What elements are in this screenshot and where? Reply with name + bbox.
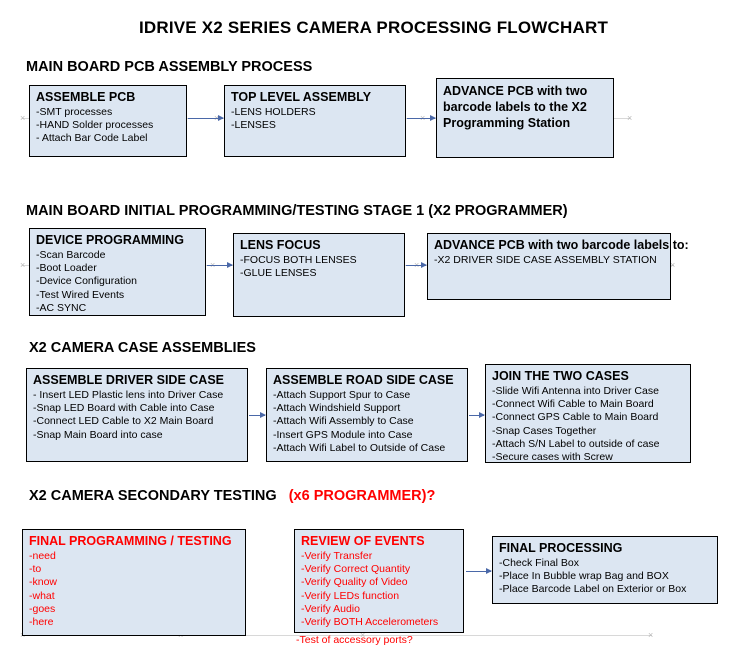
box-line: -Attach Wifi Assembly to Case	[273, 415, 414, 428]
box-title: TOP LEVEL ASSEMBLY	[231, 90, 372, 104]
box-line: -Verify Quality of Video	[301, 576, 408, 589]
box-title: FINAL PROCESSING	[499, 541, 623, 555]
box-line: -Attach Windshield Support	[273, 402, 401, 415]
box-title: ASSEMBLE DRIVER SIDE CASE	[33, 373, 225, 387]
section-heading-initial-programming: MAIN BOARD INITIAL PROGRAMMING/TESTING S…	[26, 203, 568, 219]
box-line: -Device Configuration	[36, 275, 137, 288]
connector-arrow	[407, 115, 436, 122]
box-line: -Scan Barcode	[36, 249, 106, 261]
x-mark-icon: ×	[670, 260, 676, 270]
box-final-processing[interactable]: FINAL PROCESSING -Check Final Box -Place…	[492, 536, 718, 604]
box-line: -Connect Wifi Cable to Main Board	[492, 398, 654, 411]
box-line: -Verify Audio	[301, 602, 360, 615]
box-assemble-driver-side-case[interactable]: ASSEMBLE DRIVER SIDE CASE - Insert LED P…	[26, 368, 248, 462]
box-line: -what	[29, 589, 55, 602]
section-heading-pcb-assembly: MAIN BOARD PCB ASSEMBLY PROCESS	[26, 59, 312, 75]
box-line: -Snap Main Board into case	[33, 428, 163, 441]
box-assemble-road-side-case[interactable]: ASSEMBLE ROAD SIDE CASE -Attach Support …	[266, 368, 468, 462]
box-line: -need	[29, 550, 56, 562]
box-line: - Attach Bar Code Label	[36, 132, 148, 145]
box-title: FINAL PROGRAMMING / TESTING	[29, 534, 232, 548]
box-line: -Secure cases with Screw	[492, 451, 613, 464]
box-line: -to	[29, 563, 42, 576]
connector-arrow	[469, 412, 485, 419]
box-line: -LENSES	[231, 119, 276, 132]
guide-line	[22, 635, 652, 636]
box-line: -Connect LED Cable to X2 Main Board	[33, 415, 214, 428]
section-heading-note: (x6 PROGRAMMER)?	[288, 488, 436, 504]
box-line: -LENS HOLDERS	[231, 106, 316, 118]
box-title: ADVANCE PCB with two barcode labels to t…	[443, 84, 588, 130]
box-line: -goes	[29, 602, 56, 615]
section-heading-text: X2 CAMERA CASE ASSEMBLIES	[29, 340, 256, 356]
box-line: -Slide Wifi Antenna into Driver Case	[492, 385, 659, 397]
connector-arrow	[207, 262, 233, 269]
section-heading-case-assemblies: X2 CAMERA CASE ASSEMBLIES	[29, 340, 256, 356]
box-final-programming-testing[interactable]: FINAL PROGRAMMING / TESTING -need -to -k…	[22, 529, 246, 636]
connector-arrow	[466, 568, 492, 575]
x-mark-icon: ×	[627, 113, 633, 123]
page-title: IDRIVE X2 SERIES CAMERA PROCESSING FLOWC…	[138, 18, 609, 37]
box-line: -Snap Cases Together	[492, 424, 597, 437]
box-line: -Verify LEDs function	[301, 589, 400, 602]
section-heading-text: MAIN BOARD PCB ASSEMBLY PROCESS	[26, 59, 313, 75]
box-device-programming[interactable]: DEVICE PROGRAMMING -Scan Barcode -Boot L…	[29, 228, 206, 316]
box-line: -Insert GPS Module into Case	[273, 428, 413, 441]
box-line: -Connect GPS Cable to Main Board	[492, 411, 659, 424]
box-line: -AC SYNC	[36, 301, 87, 314]
box-line: -Verify Correct Quantity	[301, 563, 411, 576]
box-lens-focus[interactable]: LENS FOCUS -FOCUS BOTH LENSES -GLUE LENS…	[233, 233, 405, 317]
box-line: - Insert LED Plastic lens into Driver Ca…	[33, 389, 224, 401]
box-line: -GLUE LENSES	[240, 267, 317, 280]
box-line: -HAND Solder processes	[36, 119, 154, 132]
box-line: -Test Wired Events	[36, 288, 125, 301]
box-line: -X2 DRIVER SIDE CASE ASSEMBLY STATION	[434, 254, 657, 266]
box-line-overflow: -Test of accessory ports?	[296, 634, 413, 646]
x-mark-icon: ×	[360, 630, 366, 640]
box-title: ASSEMBLE ROAD SIDE CASE	[273, 373, 454, 387]
box-assemble-pcb[interactable]: ASSEMBLE PCB -SMT processes -HAND Solder…	[29, 85, 187, 157]
connector-arrow	[188, 115, 224, 122]
section-heading-secondary-testing: X2 CAMERA SECONDARY TESTING (x6 PROGRAMM…	[29, 488, 435, 504]
box-line: -Boot Loader	[36, 262, 97, 275]
box-line: -here	[29, 616, 54, 629]
box-title: JOIN THE TWO CASES	[492, 369, 629, 383]
connector-arrow	[406, 262, 427, 269]
x-mark-icon: ×	[20, 260, 26, 270]
box-advance-pcb-driver-side[interactable]: ADVANCE PCB with two barcode labels to: …	[427, 233, 689, 300]
box-line: -Attach Support Spur to Case	[273, 389, 411, 401]
box-line: -Attach Wifi Label to Outside of Case	[273, 441, 446, 454]
box-line: -Check Final Box	[499, 557, 579, 569]
box-line: -Place Barcode Label on Exterior or Box	[499, 583, 687, 596]
box-line: -Snap LED Board with Cable into Case	[33, 402, 215, 415]
box-line: -Verify Transfer	[301, 550, 373, 562]
box-line: -Verify BOTH Accelerometers	[301, 616, 439, 629]
box-line: -know	[29, 576, 58, 589]
x-mark-icon: ×	[20, 113, 26, 123]
box-title: REVIEW OF EVENTS	[301, 534, 425, 548]
box-line: -Attach S/N Label to outside of case	[492, 437, 660, 450]
box-title: ADVANCE PCB with two barcode labels to:	[434, 238, 689, 252]
box-title: LENS FOCUS	[240, 238, 321, 252]
box-line: -FOCUS BOTH LENSES	[240, 254, 357, 266]
box-line: -Place In Bubble wrap Bag and BOX	[499, 570, 669, 583]
connector-arrow	[249, 412, 266, 419]
box-join-the-two-cases[interactable]: JOIN THE TWO CASES -Slide Wifi Antenna i…	[485, 364, 691, 463]
box-review-of-events[interactable]: REVIEW OF EVENTS -Verify Transfer -Verif…	[294, 529, 464, 633]
section-heading-text: X2 CAMERA SECONDARY TESTING	[29, 488, 277, 504]
section-heading-text: MAIN BOARD INITIAL PROGRAMMING/TESTING S…	[26, 203, 568, 219]
x-mark-icon: ×	[648, 630, 654, 640]
box-line: -SMT processes	[36, 106, 113, 118]
box-top-level-assembly[interactable]: TOP LEVEL ASSEMBLY -LENS HOLDERS -LENSES	[224, 85, 406, 157]
box-advance-pcb-programming-station[interactable]: ADVANCE PCB with two barcode labels to t…	[436, 78, 614, 158]
box-title: DEVICE PROGRAMMING	[36, 233, 184, 247]
box-title: ASSEMBLE PCB	[36, 90, 136, 104]
